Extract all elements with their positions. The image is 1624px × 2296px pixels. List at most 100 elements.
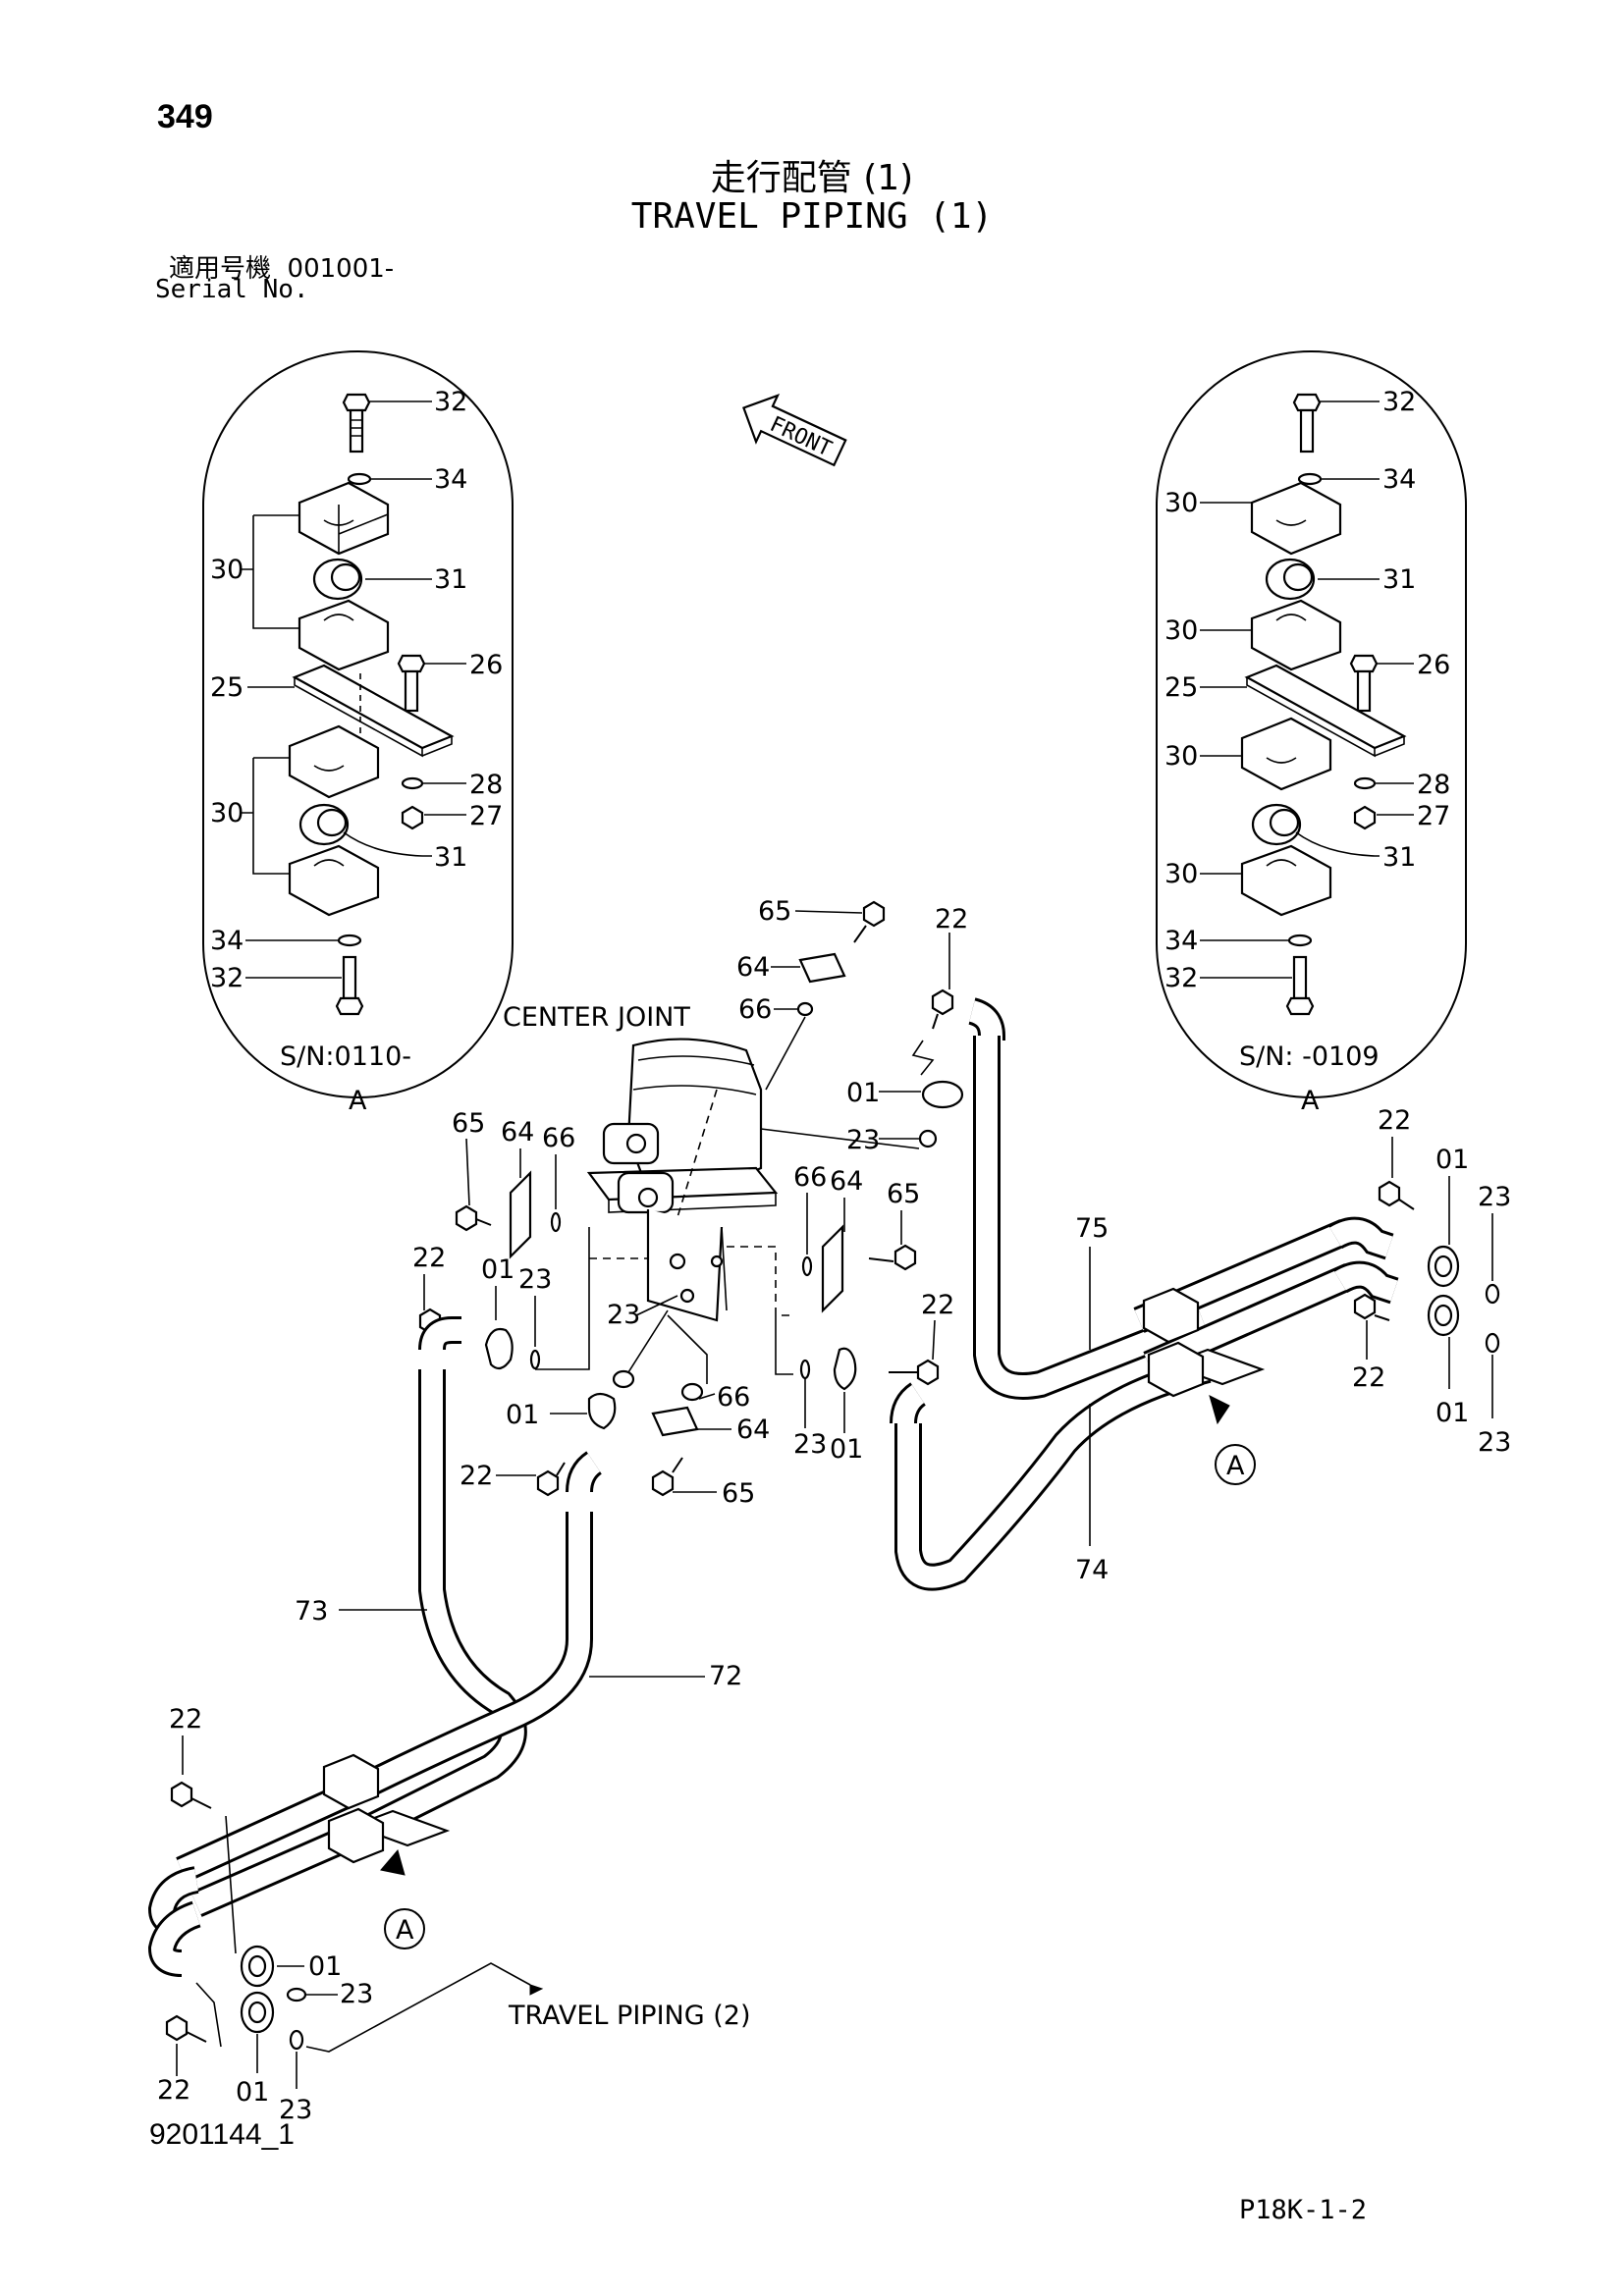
callout: 22 — [412, 1243, 446, 1273]
detail-left: 32 34 31 30 26 — [202, 350, 514, 1116]
callout: 23 — [607, 1300, 640, 1330]
callout: 65 — [887, 1179, 920, 1209]
callout: 01 — [846, 1078, 880, 1108]
clamp-half-icon — [1240, 844, 1332, 917]
washer-icon — [347, 472, 372, 486]
callout: 01 — [1435, 1145, 1469, 1175]
callout: 28 — [469, 770, 503, 800]
flange-plate-icon — [798, 952, 846, 984]
callout: 30 — [210, 555, 244, 585]
bolt-icon — [165, 2014, 189, 2042]
title-english: TRAVEL PIPING (1) — [630, 196, 994, 237]
bolt-icon — [862, 900, 886, 928]
callout: 30 — [1164, 859, 1198, 889]
callout: 66 — [793, 1162, 827, 1193]
callout: 01 — [481, 1255, 514, 1285]
callout: 30 — [1164, 615, 1198, 646]
o-ring-icon — [286, 1987, 307, 2002]
pipe-clamp-icon — [327, 1807, 385, 1864]
pipe-clamp-icon — [1142, 1287, 1200, 1344]
callout: 23 — [793, 1429, 827, 1460]
detail-right: 32 34 30 31 30 26 25 — [1156, 350, 1467, 1116]
o-ring-icon — [918, 1129, 938, 1148]
rubber-bushing-icon — [298, 803, 350, 846]
washer-icon — [1287, 934, 1313, 947]
washer-icon — [401, 776, 424, 790]
clamp-half-icon — [298, 481, 390, 556]
page-number: 349 — [157, 98, 213, 135]
o-ring-icon — [550, 1211, 562, 1233]
bottom-left-fittings: 22 01 23 22 01 23 TRAVEL PIPING (2) — [157, 1704, 751, 2125]
bolt-icon — [916, 1359, 940, 1386]
split-flange-icon — [240, 1945, 275, 1988]
callout: 22 — [169, 1704, 202, 1735]
mounting-plate-icon — [292, 664, 455, 758]
split-flange-icon — [833, 1347, 857, 1391]
callout: 64 — [830, 1166, 863, 1197]
callout: 01 — [506, 1400, 539, 1430]
bolt-icon — [342, 393, 371, 454]
drawing-number: 9201144_1 — [149, 2118, 295, 2151]
callout: 01 — [830, 1434, 863, 1465]
callout: 32 — [210, 963, 244, 993]
o-ring-icon — [529, 1349, 541, 1370]
split-flange-icon — [1427, 1294, 1460, 1337]
sheet-code: P18K-1-2 — [1239, 2195, 1368, 2225]
callout: 01 — [308, 1951, 342, 1982]
serial-label-jp: 適用号機 001001- — [169, 248, 394, 285]
center-joint-label: CENTER JOINT — [503, 1002, 690, 1033]
view-label-left: A — [349, 1086, 367, 1116]
rubber-bushing-icon — [312, 558, 363, 601]
callout: 22 — [1352, 1362, 1385, 1393]
callout: 22 — [1378, 1105, 1411, 1136]
split-flange-icon — [484, 1327, 514, 1370]
callout: 22 — [921, 1290, 954, 1320]
callout: 23 — [1478, 1427, 1511, 1458]
top-fittings: 65 64 66 — [736, 896, 886, 1091]
callout: 31 — [434, 842, 467, 873]
callout: 01 — [236, 2077, 269, 2108]
o-ring-icon — [612, 1369, 635, 1389]
callout: 23 — [279, 2095, 312, 2125]
callout: 65 — [758, 896, 791, 927]
mounting-plate-icon — [1244, 664, 1407, 758]
split-flange-icon — [1427, 1245, 1460, 1288]
o-ring-icon — [680, 1382, 704, 1402]
serial-range: 001001- — [287, 254, 395, 284]
callout: 01 — [1435, 1398, 1469, 1428]
clamp-half-icon — [1250, 599, 1342, 671]
flange-plate-icon — [509, 1170, 532, 1259]
bolt-icon — [1378, 1180, 1401, 1207]
split-flange-icon — [240, 1991, 275, 2034]
washer-icon — [1297, 472, 1323, 486]
nut-icon — [1353, 805, 1377, 830]
mid-right-fittings: 66 64 65 22 23 01 66 64 65 01 — [460, 1162, 954, 1509]
callout: 34 — [1164, 926, 1198, 956]
pipe-clamp-icon — [1147, 1341, 1205, 1398]
serial-note-right: S/N: -0109 — [1239, 1041, 1380, 1072]
bolt-icon — [536, 1469, 560, 1497]
callout: 22 — [460, 1461, 493, 1491]
center-joint: CENTER JOINT — [503, 1002, 779, 1322]
view-marker-label: A — [1226, 1451, 1245, 1481]
callout: 32 — [1164, 963, 1198, 993]
callout: 26 — [469, 650, 503, 680]
callout: 65 — [452, 1108, 485, 1139]
callout: 27 — [1417, 801, 1450, 831]
callout: 23 — [1478, 1182, 1511, 1212]
bolt-icon — [1285, 955, 1315, 1016]
hoses — [147, 1036, 1399, 1977]
callout: 27 — [469, 801, 503, 831]
o-ring-icon — [801, 1255, 813, 1277]
o-ring-icon — [289, 2029, 304, 2051]
callout: 66 — [738, 994, 772, 1025]
clamp-half-icon — [1250, 481, 1342, 556]
left-fittings: 65 64 66 22 01 23 23 — [412, 1108, 678, 1389]
callout: 23 — [340, 1979, 373, 2009]
split-flange-icon — [587, 1392, 617, 1430]
callout: 22 — [157, 2075, 190, 2106]
callout: 31 — [1382, 564, 1416, 595]
callout: 31 — [434, 564, 467, 595]
washer-icon — [1353, 776, 1377, 790]
flange-plate-icon — [821, 1224, 844, 1313]
